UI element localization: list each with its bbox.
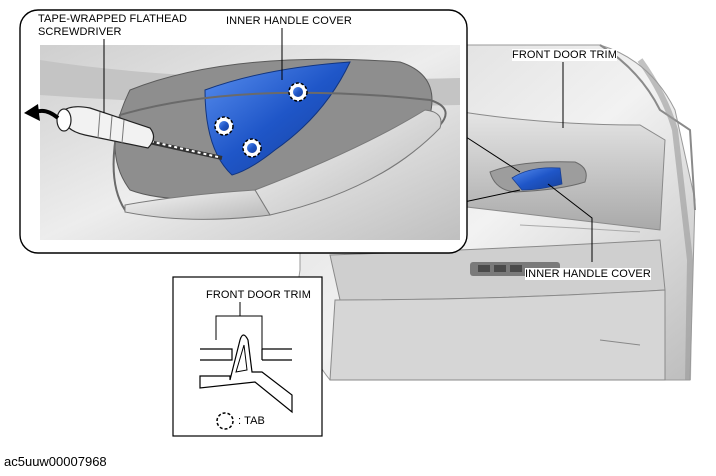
label-front-door-trim: FRONT DOOR TRIM <box>512 49 617 61</box>
figure-id: ac5uuw00007968 <box>4 454 107 469</box>
curved-arrow-icon <box>24 104 60 121</box>
label-tab-legend: : TAB <box>238 415 265 427</box>
section-view-inset <box>172 276 323 437</box>
label-inner-handle-cover-detail: INNER HANDLE COVER <box>226 15 352 27</box>
label-inner-handle-cover-main: INNER HANDLE COVER <box>525 268 651 280</box>
detail-view <box>19 9 468 254</box>
tape-wrapped-flathead-screwdriver <box>56 106 223 160</box>
label-front-door-trim-section: FRONT DOOR TRIM <box>206 289 311 301</box>
label-tape-wrapped-flathead-screwdriver: TAPE-WRAPPED FLATHEAD SCREWDRIVER <box>38 13 187 39</box>
tab-markers-detail <box>214 82 308 158</box>
dashed-circle-icon <box>216 412 234 430</box>
leader-inner-handle-cover-main <box>547 183 593 262</box>
zoom-line-upper <box>462 134 521 173</box>
